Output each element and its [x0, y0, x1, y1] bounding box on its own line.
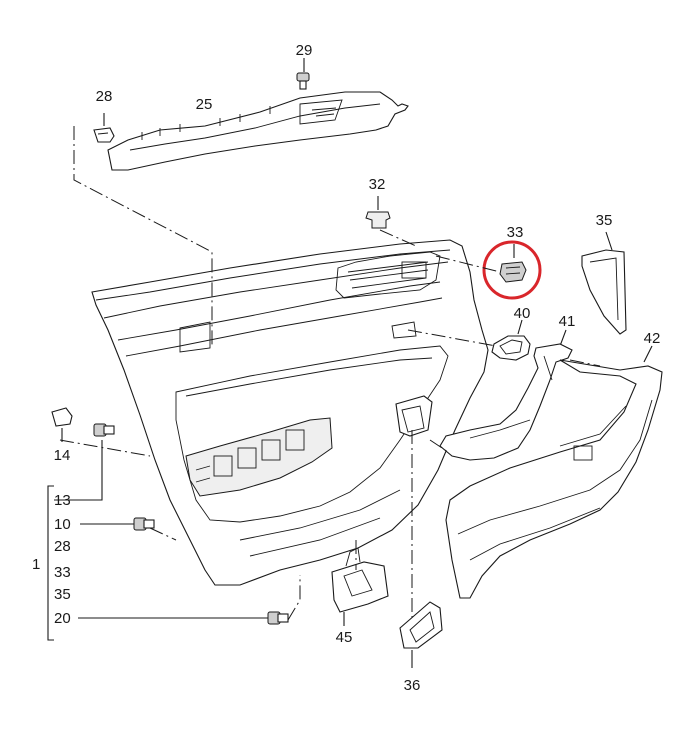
label-29: 29: [296, 42, 313, 59]
label-25: 25: [196, 96, 213, 113]
part-labels: 29 28 25 32 33 35 40 41 42 14 13 10 1 28…: [32, 42, 660, 694]
part-25-trim-strip: [107, 91, 409, 171]
part-10-screw: [80, 517, 155, 531]
part-42-armrest: [445, 345, 663, 599]
alignment-lines: [59, 126, 601, 621]
part-33-clip: [482, 240, 542, 300]
part-13-screw: [54, 423, 115, 501]
label-32: 32: [369, 176, 386, 193]
part-29-screw: [296, 58, 310, 90]
label-40: 40: [514, 305, 531, 322]
label-group-35: 35: [54, 586, 71, 603]
label-36: 36: [404, 677, 421, 694]
label-1: 1: [32, 556, 40, 573]
label-10: 10: [54, 516, 71, 533]
part-35-cover: [581, 231, 627, 335]
label-group-33: 33: [54, 564, 71, 581]
label-33: 33: [507, 224, 524, 241]
part-41-grip-trim: [439, 329, 573, 461]
label-28: 28: [96, 88, 113, 105]
label-20: 20: [54, 610, 71, 627]
label-13: 13: [54, 492, 71, 509]
part-36-handle-bezel: [399, 601, 443, 668]
part-20-screw: [78, 611, 289, 625]
label-35: 35: [596, 212, 613, 229]
part-40-bezel: [491, 319, 531, 361]
part-14-clip: [51, 407, 73, 442]
label-42: 42: [644, 330, 661, 347]
highlight-circle: [482, 240, 542, 300]
label-45: 45: [336, 629, 353, 646]
label-14: 14: [54, 447, 71, 464]
label-group-28: 28: [54, 538, 71, 555]
label-41: 41: [559, 313, 576, 330]
part-45-bracket: [331, 547, 389, 626]
part-32-plug: [365, 196, 391, 229]
group-bracket: [47, 485, 54, 641]
door-trim-panel: [91, 239, 489, 586]
part-28-clip: [93, 113, 115, 143]
